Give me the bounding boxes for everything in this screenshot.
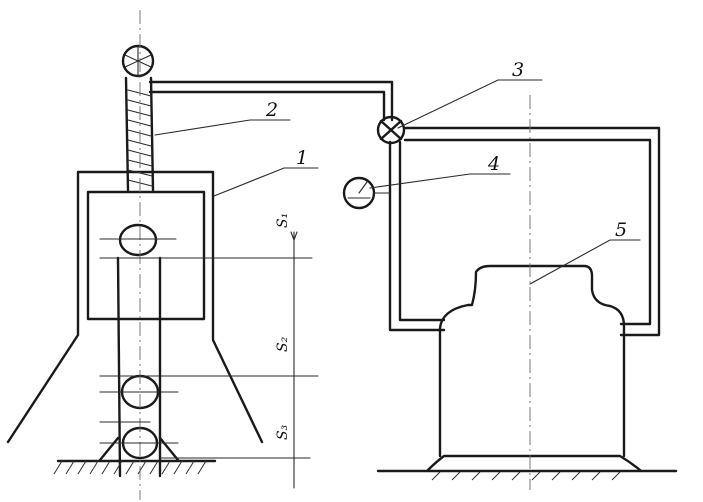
handwheel (121, 44, 155, 78)
dim-s3: S₃ (275, 424, 291, 440)
dim-s1: S₁ (275, 213, 291, 228)
base-support (53, 436, 217, 475)
leaders (154, 79, 641, 285)
ref-lines (99, 238, 319, 459)
pipeline (148, 80, 661, 337)
pressure-gauge-4 (342, 176, 391, 210)
label-2: 2 (265, 99, 278, 121)
label-3: 3 (512, 59, 524, 81)
dim-s2: S₂ (275, 336, 291, 352)
label-1: 1 (296, 147, 308, 169)
label-4: 4 (487, 153, 500, 175)
valve-3 (376, 115, 406, 145)
press-body (6, 170, 264, 444)
part-5 (376, 264, 678, 481)
dimension-chain: S₁ S₂ S₃ (275, 213, 300, 489)
label-5: 5 (615, 219, 627, 241)
connecting-rod (116, 223, 162, 478)
